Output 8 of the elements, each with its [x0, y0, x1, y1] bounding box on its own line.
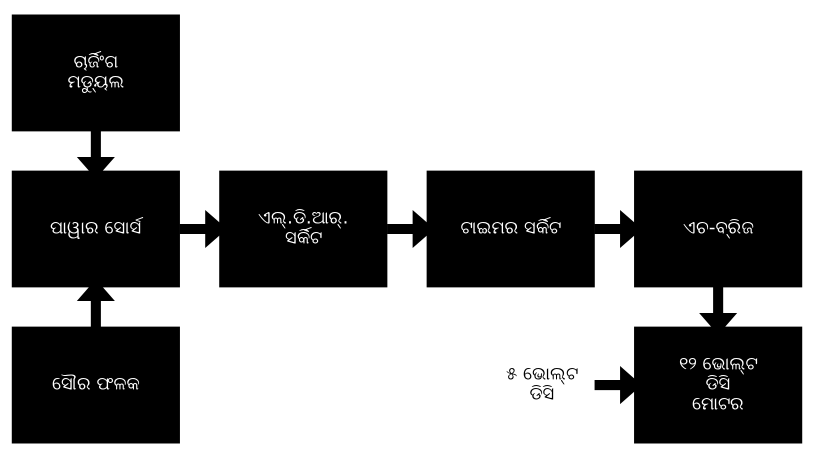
- node-box: ସୌର ଫଳକ: [12, 326, 180, 443]
- node-box: ଏଚ-ବ୍ରିଜ: [634, 170, 802, 287]
- node-box: ଚାର୍ଜିଂଗ ମଡ୍ୟୁଲ: [12, 14, 180, 131]
- node-box: ପାୱାର ସୋର୍ସ: [12, 170, 180, 287]
- node-box: ଟାଇମର ସର୍କିଟ: [426, 170, 595, 287]
- node-box: ଏଲ୍.ଡି.ଆର୍. ସର୍କିଟ: [219, 170, 388, 287]
- node-text: ୫ ଭୋଲ୍ଟ ଡିସି: [506, 362, 578, 404]
- node-box: ୧୨ ଭୋଲ୍ଟ ଡିସି ମୋଟର: [634, 326, 802, 443]
